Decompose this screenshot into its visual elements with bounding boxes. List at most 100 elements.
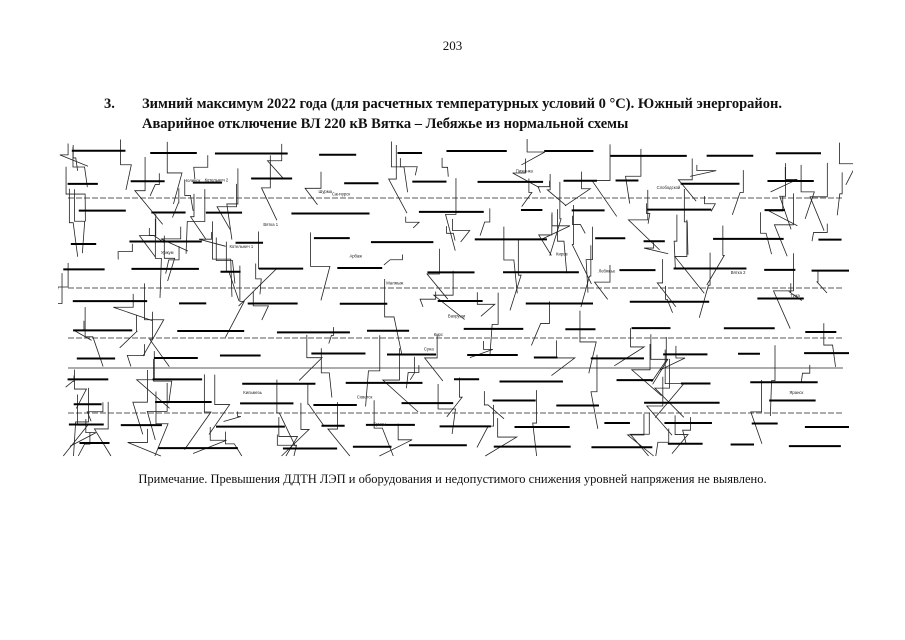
feeder-line <box>530 301 550 346</box>
feeder-line <box>650 334 669 385</box>
feeder-line <box>72 146 88 188</box>
feeder-line <box>452 218 471 243</box>
feeder-line <box>208 374 231 435</box>
feeder-line <box>704 196 717 212</box>
feeder-line <box>172 188 180 218</box>
feeder-line <box>84 307 104 367</box>
feeder-line <box>671 415 689 454</box>
station-label: Вятка 1 <box>263 222 278 227</box>
feeder-line <box>489 292 499 357</box>
station-label: Кирс <box>434 332 443 337</box>
feeder-line <box>665 285 673 313</box>
section-heading: 3.Зимний максимум 2022 года (для расчетн… <box>104 94 864 134</box>
feeder-line <box>119 314 138 349</box>
note: Примечание. Превышения ДДТН ЛЭП и оборуд… <box>138 472 767 486</box>
feeder-line <box>538 214 553 256</box>
feeder-line <box>216 183 237 230</box>
feeder-line <box>585 226 593 293</box>
station-label: Нолинск <box>184 178 200 183</box>
feeder-line <box>225 431 243 457</box>
station-label: Суна <box>424 346 434 351</box>
feeder-line <box>654 349 685 418</box>
feeder-line <box>166 141 183 205</box>
feeder-line <box>74 369 88 409</box>
station-label: Уржум <box>161 250 174 255</box>
feeder-line <box>419 291 437 308</box>
feeder-line <box>409 365 420 381</box>
station-label: Тужа <box>790 293 800 298</box>
feeder-line <box>423 334 444 382</box>
feeder-line <box>135 351 170 409</box>
feeder-line <box>816 270 828 294</box>
station-label: Вахруши <box>448 313 466 318</box>
station-label: Шурма <box>319 189 333 194</box>
feeder-line <box>278 417 299 457</box>
feeder-line <box>809 162 828 231</box>
feeder-line <box>184 180 194 211</box>
feeder-line <box>149 173 160 196</box>
feeder-line <box>276 434 298 457</box>
feeder-line <box>127 428 162 457</box>
feeder-line <box>479 208 491 236</box>
feeder-line <box>373 400 394 457</box>
feeder-line <box>432 270 465 320</box>
feeder-line <box>444 178 457 251</box>
feeder-line <box>160 226 189 252</box>
feeder-line <box>760 212 772 255</box>
station-label: Советск <box>357 394 373 399</box>
feeder-line <box>327 402 351 457</box>
feeder-line <box>192 427 227 454</box>
station-label: Вятка 2 <box>731 270 746 275</box>
feeder-line <box>673 214 678 268</box>
feeder-line <box>304 171 322 206</box>
feeder-line <box>437 383 456 435</box>
feeder-line <box>379 423 413 457</box>
station-label: Яранск <box>789 390 803 395</box>
feeder-line <box>645 376 673 436</box>
station-label: Пижанка <box>516 168 534 173</box>
feeder-line <box>113 293 153 321</box>
feeder-line <box>154 391 169 457</box>
feeder-line <box>770 166 798 193</box>
feeder-line <box>557 209 568 274</box>
feeder-line <box>509 240 522 311</box>
feeder-line <box>469 341 493 359</box>
feeder-line <box>260 155 278 221</box>
feeder-line <box>446 377 463 418</box>
feeder-line <box>627 189 660 251</box>
feeder-line <box>390 141 409 193</box>
feeder-line <box>117 243 133 260</box>
feeder-line <box>148 311 170 367</box>
feeder-line <box>532 390 538 457</box>
feeder-line <box>225 265 245 338</box>
feeder-line <box>252 291 270 321</box>
feeder-line <box>579 310 597 374</box>
station-label: Котельнич 1 <box>229 244 253 249</box>
feeder-line <box>165 246 180 274</box>
feeder-line <box>629 412 650 457</box>
feeder-line <box>646 203 651 224</box>
feeder-line <box>772 253 794 329</box>
feeder-line <box>73 387 89 457</box>
feeder-line <box>823 323 836 367</box>
feeder-line <box>521 178 533 207</box>
feeder-line <box>614 328 646 367</box>
feeder-line <box>138 214 157 258</box>
feeder-line <box>706 225 725 286</box>
feeder-line <box>426 248 449 300</box>
feeder-line <box>266 143 283 178</box>
feeder-line <box>387 144 408 214</box>
feeder-line <box>643 242 669 255</box>
feeder-line <box>189 193 207 240</box>
feeder-line <box>193 155 209 180</box>
feeder-line <box>65 375 75 388</box>
feeder-line <box>298 334 324 381</box>
feeder-line <box>281 402 311 457</box>
feeder-line <box>503 226 518 294</box>
feeder-line <box>320 348 333 398</box>
feeder-line <box>750 380 763 444</box>
feeder-line <box>399 158 418 176</box>
feeder-line <box>184 374 212 450</box>
